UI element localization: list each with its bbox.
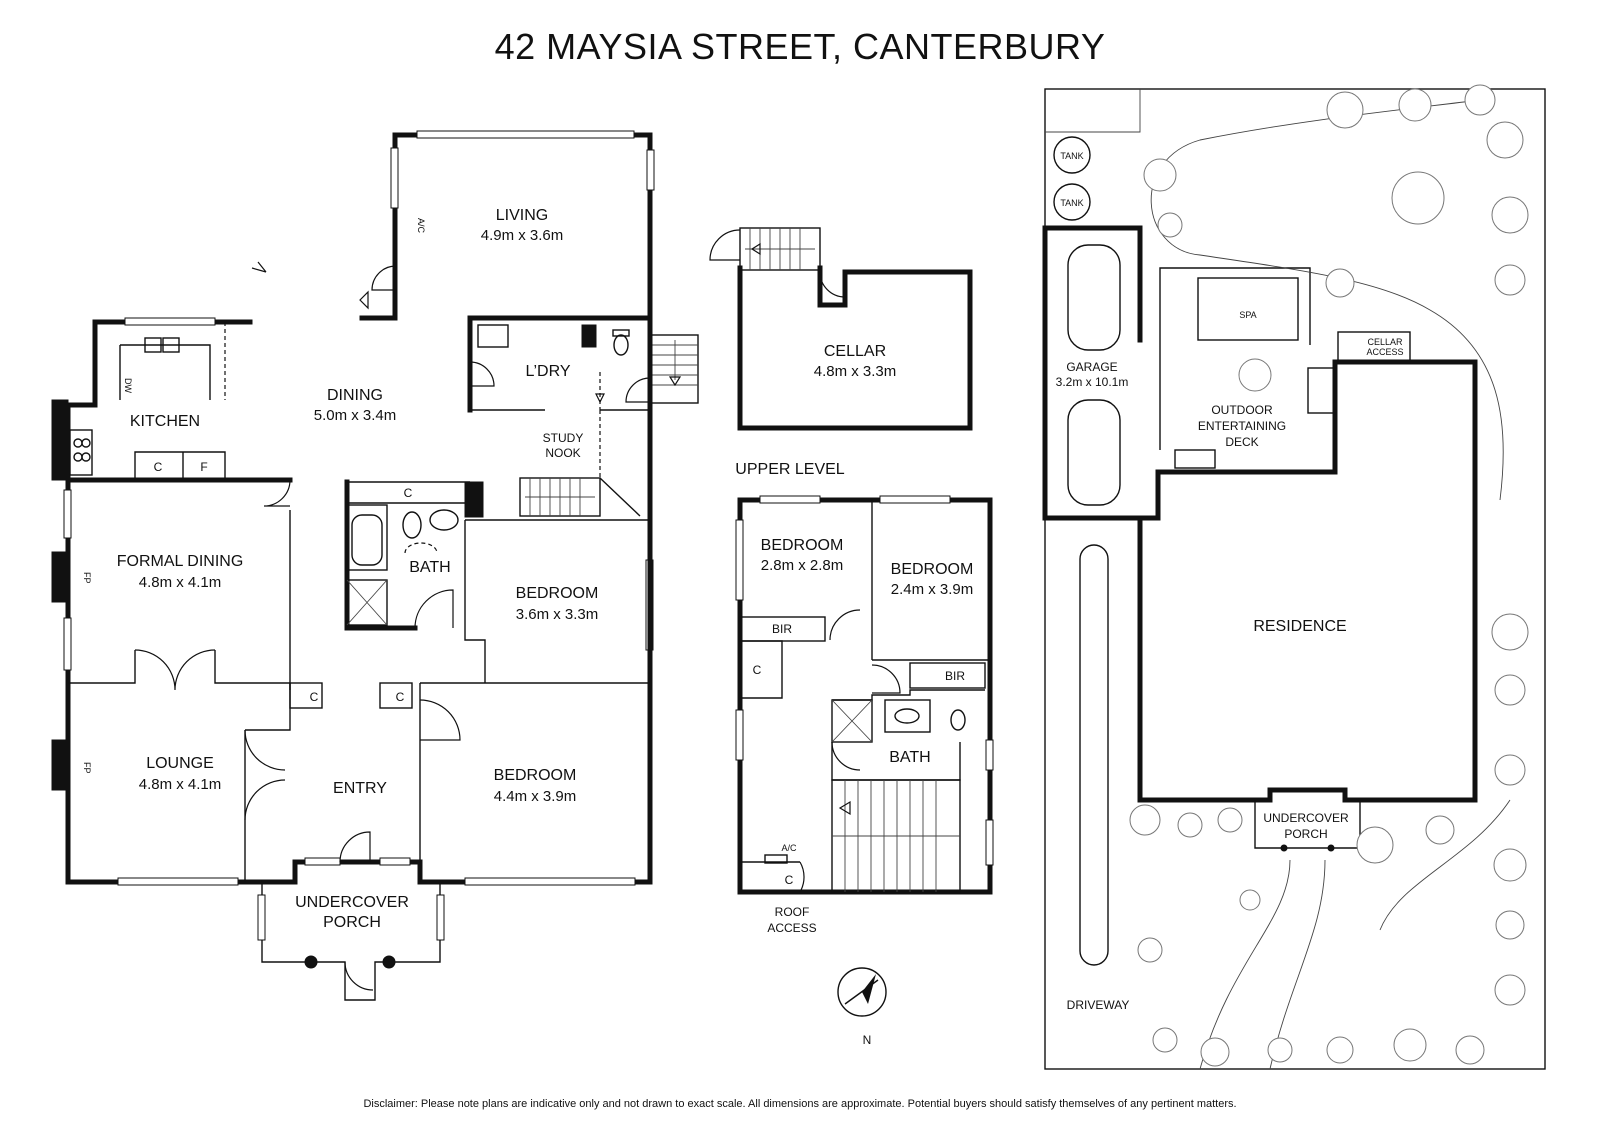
upper-level-plan: UPPER LEVEL BEDR xyxy=(735,461,994,935)
site-trees xyxy=(1129,84,1529,1067)
site-porch-line1: UNDERCOVER xyxy=(1263,811,1349,825)
roof-access-line2: ACCESS xyxy=(767,921,816,935)
laundry-name: L’DRY xyxy=(525,363,570,380)
upper-bedroom-b-dimensions: 2.4m x 3.9m xyxy=(891,581,974,598)
entry-cupboard-left: C xyxy=(310,690,319,704)
living-dimensions: 4.9m x 3.6m xyxy=(481,227,564,244)
upper-bedroom-b-name: BEDROOM xyxy=(891,561,974,578)
cellar-name: CELLAR xyxy=(824,343,886,360)
deck-line2: ENTERTAINING xyxy=(1198,419,1286,433)
bedroom1-name: BEDROOM xyxy=(516,585,599,602)
deck-line1: OUTDOOR xyxy=(1211,403,1273,417)
dining-dimensions: 5.0m x 3.4m xyxy=(314,407,397,424)
upper-bedroom-a-name: BEDROOM xyxy=(761,537,844,554)
living-ac-label: A/C xyxy=(416,218,426,234)
kitchen-cupboard-label: C xyxy=(154,460,163,474)
site-porch-line2: PORCH xyxy=(1284,827,1327,841)
cellar-access-line1: CELLAR xyxy=(1367,337,1403,347)
living-name: LIVING xyxy=(496,207,548,224)
bedroom1-dimensions: 3.6m x 3.3m xyxy=(516,606,599,623)
bedroom2-dimensions: 4.4m x 3.9m xyxy=(494,788,577,805)
site-plan: TANK TANK GARAGE 3.2m x 10.1m DRIVEWAY S… xyxy=(1042,84,1546,1070)
kitchen-dw-label: DW xyxy=(123,378,133,393)
entry-name: ENTRY xyxy=(333,780,387,797)
garage-name: GARAGE xyxy=(1066,360,1117,374)
ground-floor-plan: A/C DW xyxy=(51,130,699,1001)
study-nook-line2: NOOK xyxy=(545,446,580,460)
upper-ac-cupboard: C xyxy=(785,873,794,887)
north-compass: N xyxy=(837,967,887,1047)
driveway-label: DRIVEWAY xyxy=(1067,998,1130,1012)
porch-line1: UNDERCOVER xyxy=(295,894,409,911)
bath-cupboard-label: C xyxy=(404,486,413,500)
fireplace-label-1: FP xyxy=(82,572,92,584)
upper-bir-a: BIR xyxy=(772,622,792,636)
lounge-name: LOUNGE xyxy=(146,755,214,772)
bedroom2-name: BEDROOM xyxy=(494,767,577,784)
kitchen-name: KITCHEN xyxy=(130,413,200,430)
cellar-plan: CELLAR 4.8m x 3.3m xyxy=(709,227,973,431)
compass-needle xyxy=(862,974,876,1004)
garage-dimensions: 3.2m x 10.1m xyxy=(1056,375,1129,389)
formal-dining-name: FORMAL DINING xyxy=(117,553,244,570)
compass-north-label: N xyxy=(863,1033,872,1047)
fireplace-label-2: FP xyxy=(82,762,92,774)
ground-floor-labels: LIVING 4.9m x 3.6m DINING 5.0m x 3.4m KI… xyxy=(117,207,599,931)
porch-line2: PORCH xyxy=(323,914,381,931)
kitchen-fridge-label: F xyxy=(200,460,207,474)
formal-dining-dimensions: 4.8m x 4.1m xyxy=(139,574,222,591)
cellar-dimensions: 4.8m x 3.3m xyxy=(814,363,897,380)
tank-label-2: TANK xyxy=(1060,198,1083,208)
cellar-access-line2: ACCESS xyxy=(1366,347,1403,357)
upper-bir-b: BIR xyxy=(945,669,965,683)
residence-label: RESIDENCE xyxy=(1253,618,1346,635)
upper-ac-label: A/C xyxy=(781,843,797,853)
entry-cupboard-right: C xyxy=(396,690,405,704)
lounge-dimensions: 4.8m x 4.1m xyxy=(139,776,222,793)
deck-line3: DECK xyxy=(1225,435,1258,449)
spa-label: SPA xyxy=(1239,310,1256,320)
dining-name: DINING xyxy=(327,387,383,404)
upper-bath-name: BATH xyxy=(889,749,930,766)
tank-label-1: TANK xyxy=(1060,151,1083,161)
upper-bedroom-a-dimensions: 2.8m x 2.8m xyxy=(761,557,844,574)
roof-access-line1: ROOF xyxy=(775,905,810,919)
study-nook-line1: STUDY xyxy=(543,431,584,445)
disclaimer-text: Disclaimer: Please note plans are indica… xyxy=(363,1098,1237,1110)
upper-level-heading: UPPER LEVEL xyxy=(735,461,844,478)
plan-title: 42 MAYSIA STREET, CANTERBURY xyxy=(494,26,1106,67)
bath-name: BATH xyxy=(409,559,450,576)
upper-cupboard: C xyxy=(753,663,762,677)
